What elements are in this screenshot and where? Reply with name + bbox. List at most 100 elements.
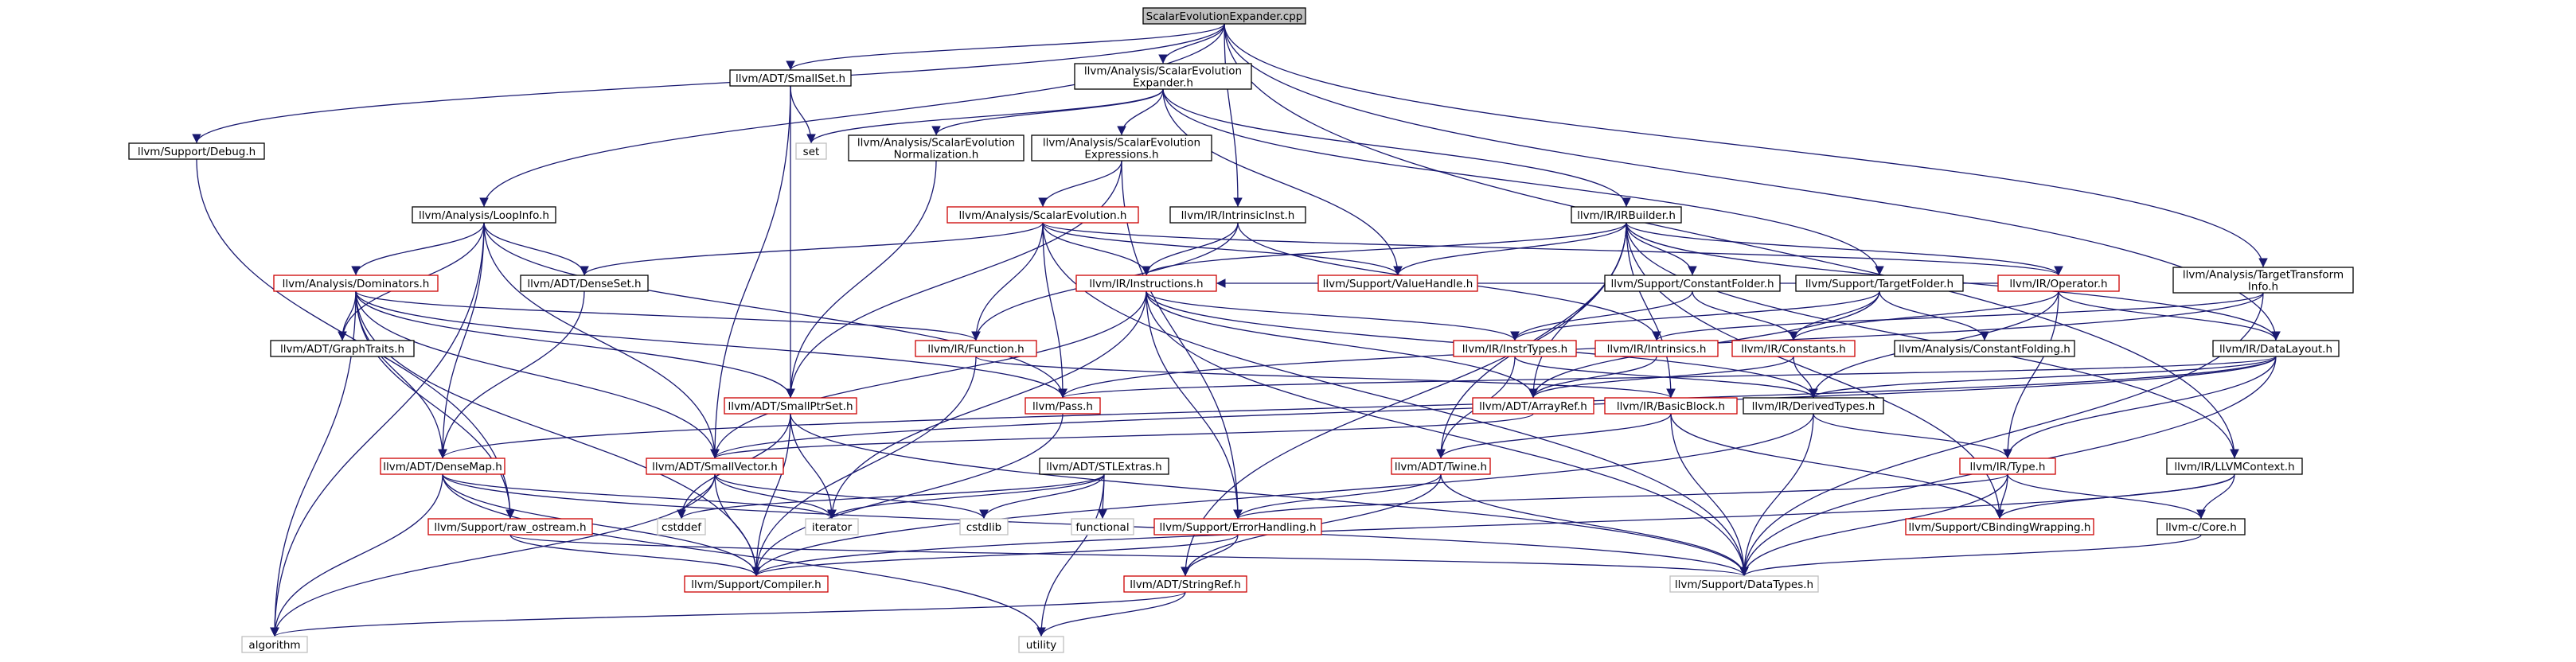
node-type[interactable]: llvm/IR/Type.h <box>1959 458 2056 475</box>
node-stringref[interactable]: llvm/ADT/StringRef.h <box>1123 575 1247 593</box>
edge-llvmcontext-to-cbinding <box>1995 473 2235 520</box>
edge-smallptrset-to-iterator <box>790 413 837 520</box>
edge-pass-to-compiler <box>751 413 1064 577</box>
node-label: llvm/ADT/Twine.h <box>1395 461 1487 473</box>
node-datalayout[interactable]: llvm/IR/DataLayout.h <box>2212 340 2340 357</box>
node-seexp[interactable]: llvm/Analysis/ScalarEvolutionExpander.h <box>1074 63 1252 90</box>
node-box <box>2156 518 2246 535</box>
node-constantfolder[interactable]: llvm/Support/ConstantFolder.h <box>1604 275 1781 292</box>
node-loopinfo[interactable]: llvm/Analysis/LoopInfo.h <box>412 206 556 224</box>
edge-se-to-operator <box>1042 222 2063 276</box>
edge-irbuilder-to-valuehandle <box>1393 222 1627 276</box>
node-box <box>684 575 829 593</box>
node-instrtypes[interactable]: llvm/IR/InstrTypes.h <box>1453 340 1577 357</box>
edge-type-to-errorhandling <box>1233 473 2008 520</box>
node-smallptrset[interactable]: llvm/ADT/SmallPtrSet.h <box>724 397 857 415</box>
node-smallvector[interactable]: llvm/ADT/SmallVector.h <box>646 458 784 475</box>
node-constants[interactable]: llvm/IR/Constants.h <box>1731 340 1856 357</box>
node-intrinsics[interactable]: llvm/IR/Intrinsics.h <box>1594 340 1719 357</box>
node-box <box>1317 275 1478 292</box>
node-label: cstddef <box>662 521 702 534</box>
edge-function-to-compiler <box>751 356 977 577</box>
node-box <box>1959 458 2056 475</box>
node-box <box>1905 518 2094 535</box>
node-intrinsicinst[interactable]: llvm/IR/IntrinsicInst.h <box>1169 206 1306 224</box>
node-seexpr[interactable]: llvm/Analysis/ScalarEvolutionExpressions… <box>1031 134 1212 162</box>
node-utility[interactable]: utility <box>1018 636 1064 653</box>
node-errorhandling[interactable]: llvm/Support/ErrorHandling.h <box>1153 518 1322 535</box>
edge-datalayout-to-densemap <box>438 356 2277 459</box>
node-iterator[interactable]: iterator <box>805 518 859 535</box>
edge-instructions-to-arrayref <box>1146 290 1538 399</box>
node-cbinding[interactable]: llvm/Support/CBindingWrapping.h <box>1905 518 2094 535</box>
node-stlextras[interactable]: llvm/ADT/STLExtras.h <box>1039 458 1169 475</box>
node-derivedtypes[interactable]: llvm/IR/DerivedTypes.h <box>1743 397 1884 415</box>
node-box <box>1743 397 1884 415</box>
edge-denseset-to-densemap <box>438 290 585 459</box>
edge-llvmcontext-to-ccore <box>2196 473 2235 520</box>
edge-seexp-to-seexpr <box>1117 88 1164 136</box>
node-ccore[interactable]: llvm-c/Core.h <box>2156 518 2246 535</box>
node-label: algorithm <box>248 639 300 652</box>
node-label: llvm/Support/ValueHandle.h <box>1323 278 1473 290</box>
edge-instructions-to-iterator <box>827 290 1147 520</box>
edge-loopinfo-to-dominators <box>351 222 485 276</box>
node-pass[interactable]: llvm/Pass.h <box>1025 397 1101 415</box>
node-functional[interactable]: functional <box>1071 518 1134 535</box>
node-label: llvm/IR/Intrinsics.h <box>1607 343 1707 356</box>
edge-targetfolder-to-constantfolding <box>1879 290 1989 341</box>
node-arrayref[interactable]: llvm/ADT/ArrayRef.h <box>1472 397 1594 415</box>
node-box <box>1594 340 1719 357</box>
edge-stlextras-to-cstddef <box>677 473 1105 520</box>
node-constantfolding[interactable]: llvm/Analysis/ConstantFolding.h <box>1894 340 2075 357</box>
node-llvmcontext[interactable]: llvm/IR/LLVMContext.h <box>2166 458 2303 475</box>
node-instructions[interactable]: llvm/IR/Instructions.h <box>1075 275 1217 292</box>
edge-seexp-to-senorm <box>931 88 1164 136</box>
node-label: Info.h <box>2248 281 2278 294</box>
node-valuehandle[interactable]: llvm/Support/ValueHandle.h <box>1317 275 1478 292</box>
edge-function-to-basicblock <box>975 356 1676 399</box>
node-label: ScalarEvolutionExpander.cpp <box>1146 10 1303 23</box>
node-dominators[interactable]: llvm/Analysis/Dominators.h <box>273 275 439 292</box>
edge-dominators-to-smallptrset <box>355 290 795 399</box>
node-smallset[interactable]: llvm/ADT/SmallSet.h <box>729 69 852 87</box>
edge-derivedtypes-to-compiler <box>751 413 1814 577</box>
node-targetfolder[interactable]: llvm/Support/TargetFolder.h <box>1795 275 1964 292</box>
node-label: llvm/Analysis/LoopInfo.h <box>419 209 549 222</box>
node-label: Expander.h <box>1133 77 1193 90</box>
edge-datalayout-to-type <box>2003 356 2277 459</box>
node-compiler[interactable]: llvm/Support/Compiler.h <box>684 575 829 593</box>
node-basicblock[interactable]: llvm/IR/BasicBlock.h <box>1604 397 1738 415</box>
node-label: llvm/IR/DerivedTypes.h <box>1752 400 1875 413</box>
node-function[interactable]: llvm/IR/Function.h <box>915 340 1037 357</box>
edge-loopinfo-to-algorithm <box>270 222 485 637</box>
node-graphtraits[interactable]: llvm/ADT/GraphTraits.h <box>270 340 415 357</box>
node-operator[interactable]: llvm/IR/Operator.h <box>1997 275 2120 292</box>
edge-dominators-to-function <box>355 290 981 341</box>
edge-densemap-to-algorithm <box>270 473 443 637</box>
edge-smallset-to-smallvector <box>710 85 791 459</box>
edge-densemap-to-iterator <box>442 473 837 520</box>
node-root[interactable]: ScalarEvolutionExpander.cpp <box>1142 7 1306 25</box>
node-cstdlib[interactable]: cstdlib <box>959 518 1009 535</box>
node-senorm[interactable]: llvm/Analysis/ScalarEvolutionNormalizati… <box>848 134 1025 162</box>
node-rawostream[interactable]: llvm/Support/raw_ostream.h <box>427 518 593 535</box>
edge-errorhandling-to-stringref <box>1181 534 1239 577</box>
node-debug[interactable]: llvm/Support/Debug.h <box>128 142 265 160</box>
node-datatypes[interactable]: llvm/Support/DataTypes.h <box>1669 575 1819 593</box>
node-twine[interactable]: llvm/ADT/Twine.h <box>1391 458 1491 475</box>
node-denseset[interactable]: llvm/ADT/DenseSet.h <box>520 275 649 292</box>
node-cstddef[interactable]: cstddef <box>657 518 706 535</box>
edge-stringref-to-algorithm <box>270 591 1186 637</box>
edge-irbuilder-to-constantfolder <box>1626 222 1697 276</box>
node-irbuilder[interactable]: llvm/IR/IRBuilder.h <box>1571 206 1682 224</box>
node-se[interactable]: llvm/Analysis/ScalarEvolution.h <box>946 206 1139 224</box>
node-box <box>1169 206 1306 224</box>
node-densemap[interactable]: llvm/ADT/DenseMap.h <box>380 458 505 475</box>
node-set[interactable]: set <box>795 142 827 160</box>
node-box <box>1571 206 1682 224</box>
node-box <box>1391 458 1491 475</box>
node-algorithm[interactable]: algorithm <box>241 636 308 653</box>
edge-targetfolder-to-instrtypes <box>1510 290 1880 341</box>
